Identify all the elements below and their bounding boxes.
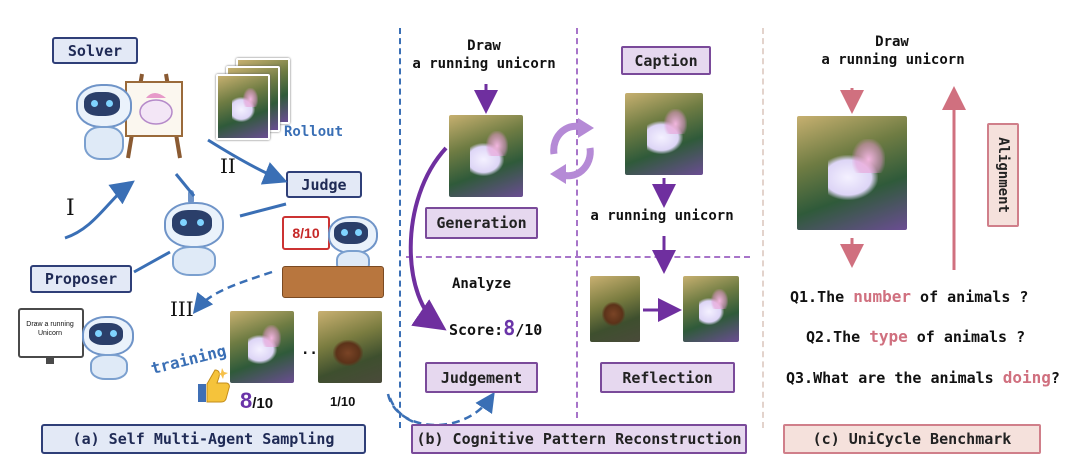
judge-card: 8/10 xyxy=(282,216,330,250)
link-central-proposer xyxy=(133,250,171,274)
judge-box: Judge xyxy=(286,171,362,198)
score-text: Score:8/10 xyxy=(449,316,543,340)
alignment-box: Alignment xyxy=(987,123,1019,227)
judgement-box: Judgement xyxy=(425,362,538,393)
reflection-image-before xyxy=(590,276,640,342)
generation-box: Generation xyxy=(425,207,538,239)
cycle-arrows-icon xyxy=(540,116,604,186)
sample-image-bad xyxy=(318,311,382,383)
roman-numeral-3: III xyxy=(170,297,194,321)
question-2: Q2.The type of animals ? xyxy=(806,327,1026,346)
b-prompt-line2: a running unicorn xyxy=(412,56,556,72)
solver-box: Solver xyxy=(52,37,138,64)
roman-numeral-1: I xyxy=(66,196,75,221)
solver-robot-icon xyxy=(70,78,136,160)
panel-a-arrows xyxy=(64,138,420,426)
panel-c-arrows xyxy=(840,86,966,270)
link-solver-central xyxy=(174,173,196,197)
divider-b-c xyxy=(762,28,764,428)
c-prompt-line2: a running unicorn xyxy=(821,52,965,68)
c-prompt-line1: Draw xyxy=(875,34,909,50)
caption-box: Caption xyxy=(621,46,711,75)
generated-image xyxy=(449,115,523,197)
monitor-screen-text: Draw a running Unicorn xyxy=(26,321,74,337)
arrow-analyze-curve xyxy=(408,146,448,331)
good-score: 8/10 xyxy=(240,388,274,413)
benchmark-image xyxy=(797,116,907,230)
proposer-robot-icon xyxy=(76,312,138,380)
analyze-label: Analyze xyxy=(452,276,512,292)
monitor-icon: Draw a running Unicorn xyxy=(18,308,84,366)
bad-score: 1/10 xyxy=(330,394,356,409)
caption-image xyxy=(625,93,703,175)
divider-b-inner xyxy=(576,28,578,418)
roman-numeral-2: II xyxy=(220,154,236,178)
caption-a: (a) Self Multi-Agent Sampling xyxy=(41,424,366,454)
caption-b: (b) Cognitive Pattern Reconstruction xyxy=(411,424,747,454)
b-prompt-line1: Draw xyxy=(467,38,501,54)
rollout-image-front xyxy=(216,74,270,140)
caption-text: a running unicorn xyxy=(590,208,734,224)
reflection-image-after xyxy=(683,276,739,342)
divider-a-b xyxy=(399,28,401,428)
central-robot-icon xyxy=(150,190,240,276)
divider-b-horizontal xyxy=(406,256,750,258)
arrow-iii-dashed xyxy=(192,270,273,314)
question-3: Q3.What are the animals doing? xyxy=(786,368,1060,387)
judge-desk xyxy=(282,266,384,298)
rollout-label: Rollout xyxy=(284,124,344,140)
caption-c: (c) UniCycle Benchmark xyxy=(783,424,1041,454)
proposer-box: Proposer xyxy=(30,265,132,293)
question-1: Q1.The number of animals ? xyxy=(790,287,1029,306)
sample-image-good xyxy=(230,311,294,383)
reflection-box: Reflection xyxy=(600,362,735,393)
thumbs-up-icon xyxy=(192,366,232,406)
panel-b-arrows xyxy=(408,84,682,331)
link-central-judge xyxy=(239,202,287,218)
arrow-ii xyxy=(207,138,288,185)
arrow-i xyxy=(64,180,135,240)
